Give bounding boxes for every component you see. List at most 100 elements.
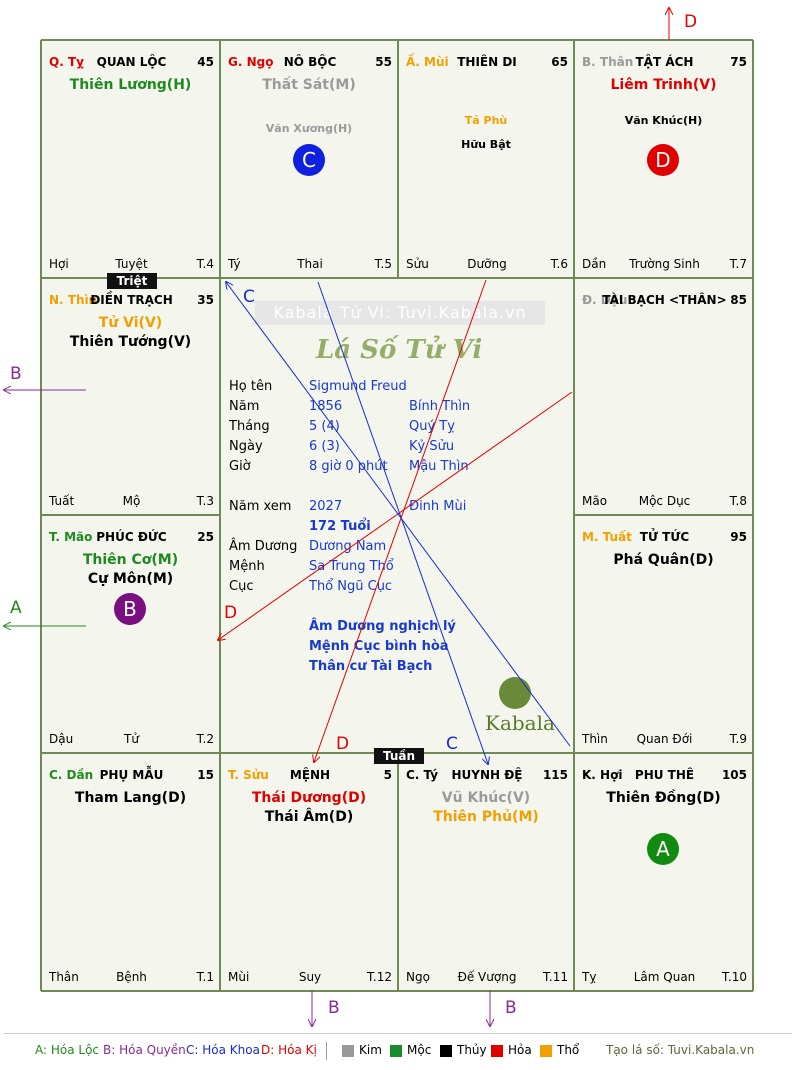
note-line: Thân cư Tài Bạch [309, 659, 433, 674]
major-star: Thái Dương(D) [251, 790, 367, 806]
palace-can: N. Thìn [49, 293, 98, 307]
legend-hoa-loc: A: Hóa Lộc [35, 1043, 100, 1057]
grid-line [397, 753, 399, 991]
palace-name: ĐIỀN TRẠCH [90, 293, 173, 307]
info-value: Dương Nam [309, 539, 387, 554]
palace-footer: Dậu Tử T.2 [49, 732, 214, 747]
label-b-bottom-1: B [328, 998, 340, 1018]
grid-line [397, 40, 399, 278]
info-label: Năm xem [229, 499, 292, 514]
palace-period: T.1 [196, 970, 214, 984]
palace-period: T.4 [196, 257, 214, 271]
major-star: Thiên Lương(H) [69, 77, 192, 93]
palace-period: T.8 [729, 494, 747, 508]
element-label: Thủy [457, 1043, 487, 1057]
major-stars: Tử Vi(V)Thiên Tướng(V) [41, 314, 220, 352]
major-stars: Liêm Trinh(V) [574, 76, 753, 95]
transform-badge: C [293, 144, 325, 176]
palace-can: Q. Tỵ [49, 55, 84, 69]
note-line: Mệnh Cục bình hòa [309, 639, 449, 654]
info-canchi: Kỷ Sửu [409, 439, 455, 454]
info-value: 6 (3) [309, 439, 340, 454]
palace-branch: Dậu [49, 732, 74, 746]
palace-name: NÔ BỘC [283, 55, 337, 69]
palace-period: T.10 [722, 970, 747, 984]
palace-period: T.7 [729, 257, 747, 271]
palace-can: C. Dần [49, 768, 94, 782]
palace-branch: Thìn [582, 732, 608, 746]
palace-branch: Mùi [228, 970, 250, 984]
palace-age: 45 [197, 55, 214, 69]
label-c-center-top: C [243, 287, 255, 307]
info-value: Thổ Ngũ Cục [309, 579, 393, 594]
info-value: Sa Trung Thổ [309, 559, 394, 574]
palace-can: B. Thân [582, 55, 634, 69]
major-stars: Thất Sát(M) [220, 76, 398, 95]
palace-age: 35 [197, 293, 214, 307]
palace-period: T.11 [543, 970, 568, 984]
palace-name: PHU THÊ [634, 768, 695, 782]
grid-line [41, 514, 220, 516]
major-stars: Thiên Cơ(M)Cự Môn(M) [41, 551, 220, 589]
age-value: 172 Tuổi [309, 519, 371, 534]
palace-branch: Mão [582, 494, 608, 508]
element-label: Hỏa [508, 1043, 532, 1057]
grid-line [574, 514, 753, 516]
major-stars: Phá Quân(D) [574, 551, 753, 570]
info-value: 5 (4) [309, 419, 340, 434]
major-star: Thiên Đồng(D) [606, 790, 721, 806]
grid-line [752, 40, 754, 991]
palace-branch: Sửu [406, 257, 429, 271]
info-label: Âm Dương [229, 539, 298, 554]
palace-age: 75 [730, 55, 747, 69]
legend-site-link[interactable]: Tạo lá số: Tuvi.Kabala.vn [606, 1043, 755, 1057]
palace-age: 55 [375, 55, 392, 69]
palace-period: T.6 [550, 257, 568, 271]
info-value: Sigmund Freud [309, 379, 407, 394]
tree-icon [499, 677, 531, 709]
palace-name: PHÚC ĐỨC [96, 530, 167, 544]
palace-period: T.2 [196, 732, 214, 746]
major-star: Cự Môn(M) [87, 571, 174, 587]
minor-star: Văn Xương(H) [265, 122, 353, 135]
major-star: Tham Lang(D) [74, 790, 187, 806]
chart-title: Lá Số Tử Vi [316, 335, 483, 365]
major-star: Thiên Phủ(M) [433, 809, 539, 825]
element-swatch [390, 1045, 402, 1057]
palace-stage: Tử [124, 732, 139, 746]
palace-stage: Thai [297, 257, 323, 271]
palace-name: THIÊN DI [457, 55, 517, 69]
palace-period: T.9 [729, 732, 747, 746]
major-star: Thái Âm(D) [264, 809, 354, 825]
palace-stage: Suy [298, 970, 322, 984]
grid-line [41, 990, 753, 992]
minor-star: Hữu Bật [461, 138, 511, 151]
label-a-left: A [10, 598, 22, 618]
major-star: Phá Quân(D) [613, 552, 714, 568]
label-d-top: D [684, 12, 698, 32]
major-star: Thiên Tướng(V) [69, 334, 192, 350]
major-stars: Thái Dương(D) Thái Âm(D) [220, 789, 398, 827]
